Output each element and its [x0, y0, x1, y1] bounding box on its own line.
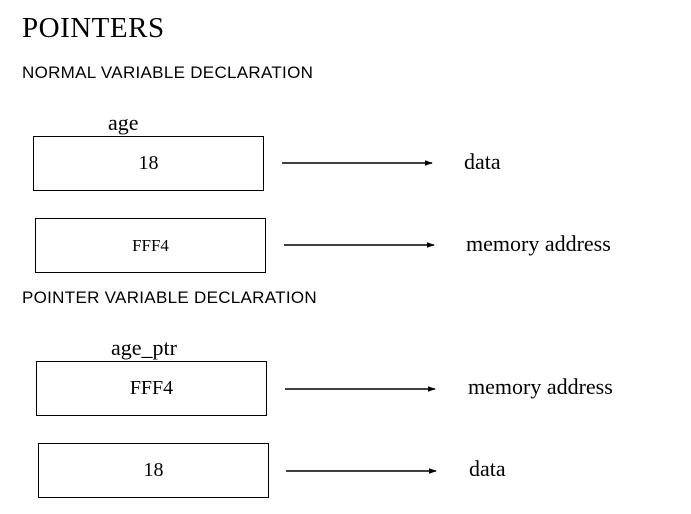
normal-data-value: 18 [138, 152, 159, 174]
normal-section-heading: NORMAL VARIABLE DECLARATION [22, 63, 314, 82]
normal-data-box: 18 [33, 136, 264, 191]
normal-address-value: FFF4 [132, 235, 169, 255]
pointer-section-heading: POINTER VARIABLE DECLARATION [22, 288, 317, 307]
pointer-data-value: 18 [143, 459, 164, 481]
pointer-address-value: FFF4 [129, 377, 174, 399]
pointer-data-box: 18 [38, 443, 269, 498]
pointer-address-box: FFF4 [36, 361, 267, 416]
normal-variable-name: age [108, 110, 139, 135]
normal-address-box: FFF4 [35, 218, 266, 273]
pointer-variable-name: age_ptr [111, 335, 177, 360]
pointer-data-label: data [469, 456, 506, 481]
pointer-address-label: memory address [468, 374, 613, 399]
page-title: POINTERS [22, 12, 165, 44]
normal-address-label: memory address [466, 231, 611, 256]
normal-data-label: data [464, 149, 501, 174]
